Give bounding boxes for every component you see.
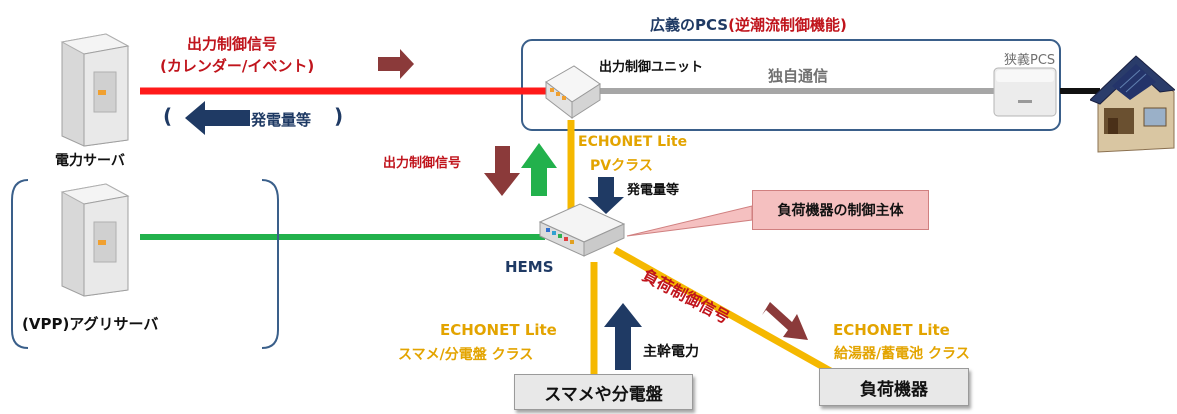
broad-pcs-box [521,39,1061,131]
echonet-pv-line1: ECHONET Lite [578,134,688,150]
output-control-signal-mid-label: 出力制御信号 [383,156,462,171]
power-server-label: 電力サーバ [55,153,125,169]
house-icon [1090,55,1175,153]
proprietary-comm-label: 独自通信 [768,67,829,85]
maroon-arrow-diagonal [762,302,808,340]
vpp-bracket-right [261,179,279,349]
output-control-signal-sub-label: (カレンダー/イベント) [160,57,315,75]
echonet-meter-line2: スマメ/分電盤 クラス [398,347,534,363]
callout-pointer [626,205,753,237]
generation-bracket-close: ) [334,104,344,128]
maroon-arrow-right-top [378,49,414,79]
navy-arrow-down-mid [588,177,624,214]
generation-bracket-open: ( [163,104,173,128]
echonet-load-line2: 給湯器/蓄電池 クラス [834,346,970,362]
output-control-signal-top-label: 出力制御信号 [187,35,278,53]
maroon-arrow-down-mid [484,146,520,196]
generation-top-label: 発電量等 [251,111,312,129]
vpp-server-label: (VPP)アグリサーバ [22,315,159,333]
hems-label: HEMS [505,258,554,276]
navy-arrow-up-bottom [604,303,642,370]
echonet-meter-line1: ECHONET Lite [440,321,557,339]
vpp-bracket-left [11,179,29,349]
pcs-device-icon [993,67,1057,117]
broad-pcs-prefix: 広義のPCS [650,16,729,34]
load-control-entity-callout: 負荷機器の制御主体 [752,190,929,230]
output-control-unit-label: 出力制御ユニット [599,60,704,75]
navy-arrow-left-top [185,101,250,135]
main-power-label: 主幹電力 [643,344,699,360]
hems-hub-icon [538,203,626,257]
broad-pcs-suffix: (逆潮流制御機能) [728,16,847,34]
meter-box: スマメや分電盤 [514,374,693,410]
echonet-load-line1: ECHONET Lite [833,321,950,339]
echonet-pv-line2: PVクラス [590,158,653,174]
gold-line-hems-load [613,246,852,386]
broad-pcs-title: 広義のPCS(逆潮流制御機能) [650,14,847,35]
router-icon [545,65,601,120]
generation-mid-label: 発電量等 [627,183,680,198]
server-icon [60,33,130,147]
narrow-pcs-label: 狭義PCS [1004,53,1056,68]
load-equipment-box: 負荷機器 [819,368,969,406]
server-icon [60,183,130,297]
green-arrow-up-mid [521,143,557,196]
